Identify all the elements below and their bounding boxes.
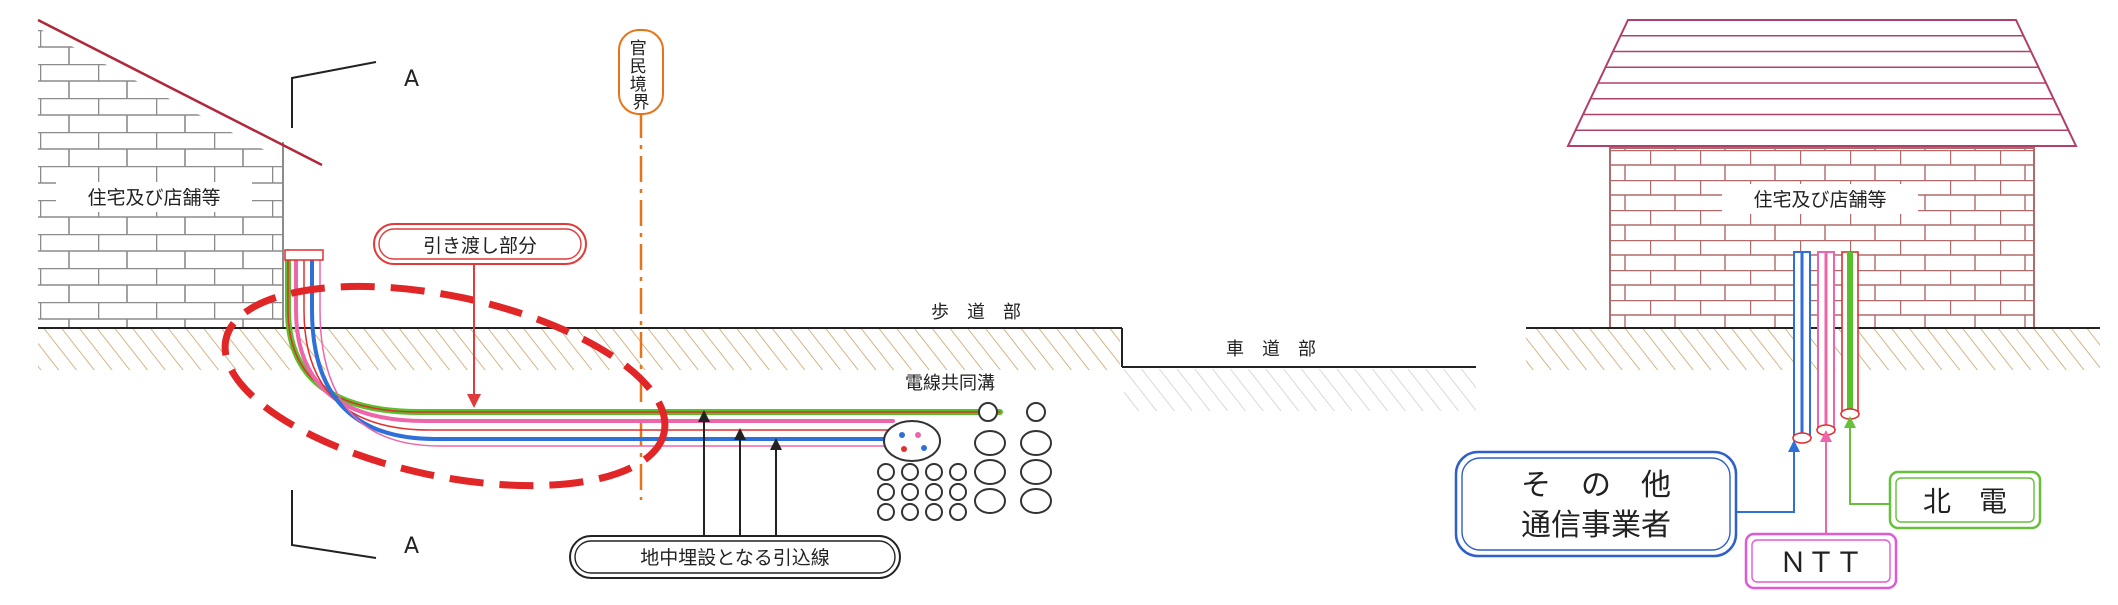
boundary-label-char-4: 界	[633, 93, 650, 113]
right-diagram: 住宅及び店舗等 そ の 他 通信事業者	[1454, 19, 2100, 590]
section-marker-bottom-label: A	[404, 534, 419, 559]
conduit-small-pipe	[925, 463, 943, 481]
ntt-label: ＮＴＴ	[1779, 546, 1863, 579]
conduit-small-pipe	[901, 463, 919, 481]
utility-conduit: 電線共同溝	[877, 373, 1052, 521]
boundary-label-char-1: 官	[630, 39, 647, 59]
handover-area-ellipse	[221, 282, 669, 490]
conduit-small-pipe	[925, 503, 943, 521]
conduit-large-pipe	[974, 488, 1006, 514]
conduit-large-pipe	[1020, 488, 1052, 514]
conduit-small-pipe	[877, 463, 895, 481]
cable-blue-others	[310, 250, 895, 441]
other-carriers-line-1: そ の 他	[1521, 468, 1671, 503]
service-line-label: 地中埋設となる引込線	[640, 547, 829, 569]
service-cables	[284, 249, 1003, 447]
handover-callout: 引き渡し部分	[373, 223, 587, 408]
roadway-label: 車 道 部	[1226, 339, 1316, 360]
conduit-label: 電線共同溝	[905, 373, 995, 394]
public-private-boundary: 官 民 境 界	[618, 29, 664, 500]
section-marker-bottom: A	[291, 490, 419, 559]
sidewalk-label: 歩 道 部	[931, 302, 1021, 323]
conduit-small-pipe	[949, 463, 967, 481]
conduit-small-pipe	[901, 483, 919, 501]
conduit-small-pipe	[901, 503, 919, 521]
conduit-small-pipe	[877, 483, 895, 501]
other-carriers-callout: そ の 他 通信事業者	[1454, 440, 1800, 558]
right-cables	[1792, 251, 1860, 444]
other-carriers-line-2: 通信事業者	[1521, 508, 1671, 543]
svg-text:官 民 境: 官 民 境 界	[630, 39, 652, 113]
boundary-label-char-3: 境	[630, 75, 647, 95]
handover-label: 引き渡し部分	[423, 235, 537, 257]
right-building-label: 住宅及び店舗等	[1753, 189, 1886, 211]
ntt-callout: ＮＴＴ	[1744, 430, 1898, 590]
conduit-large-pipe	[974, 459, 1006, 485]
service-line-callout: 地中埋設となる引込線	[569, 410, 901, 579]
boundary-label-char-2: 民	[630, 57, 647, 77]
left-diagram: 住宅及び店舗等 A A 官 民 境 界	[37, 18, 1476, 579]
conduit-small-pipe	[949, 483, 967, 501]
conduit-small-pipe	[925, 483, 943, 501]
right-ground	[1526, 327, 2100, 370]
conduit-large-pipe	[974, 430, 1006, 456]
section-marker-top: A	[291, 61, 419, 128]
conduit-small-pipe	[949, 503, 967, 521]
conduit-large-pipe	[1020, 459, 1052, 485]
left-roof-line	[37, 18, 323, 167]
left-ground	[38, 327, 1476, 411]
hokuden-label: 北 電	[1923, 485, 2007, 518]
hokuden-callout: 北 電	[1844, 416, 2042, 530]
conduit-small-pipe	[877, 503, 895, 521]
section-marker-top-label: A	[404, 67, 419, 92]
conduit-large-pipe	[1020, 430, 1052, 456]
left-building: 住宅及び店舗等	[37, 18, 323, 328]
right-roof	[1566, 19, 2078, 147]
left-building-label: 住宅及び店舗等	[87, 187, 220, 209]
